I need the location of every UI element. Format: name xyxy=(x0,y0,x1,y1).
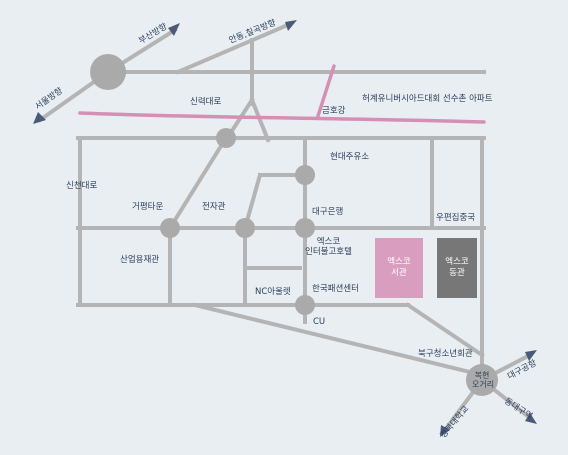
road-diagonal-geopyeong xyxy=(167,135,229,231)
exco-east-building[interactable]: 엑스코 동관 xyxy=(437,238,477,298)
label-sanup: 산업용재관 xyxy=(120,255,160,265)
arrow-kyungpook-icon xyxy=(440,425,450,437)
label-hyundai-oil: 현대주유소 xyxy=(330,152,370,162)
arrow-seoul-icon xyxy=(33,112,46,124)
label-cu: CU xyxy=(313,317,326,327)
label-bokhyeon: 복현 오거리 xyxy=(472,371,495,390)
label-sinryeok: 신력대로 xyxy=(190,97,222,107)
exco-west-building[interactable]: 엑스코 서관 xyxy=(375,238,423,298)
label-geopyeong: 거평타운 xyxy=(132,202,164,212)
road-diagonal-bokhyeon-b xyxy=(405,302,485,358)
label-fashion: 한국패션센터 xyxy=(312,284,359,294)
junction-138 xyxy=(216,128,236,148)
junction-busan-seoul xyxy=(90,54,126,90)
road-diagonal-bokhyeon-a xyxy=(192,302,485,378)
road-andong-diagonal xyxy=(175,21,293,75)
label-daegu-bank: 대구은행 xyxy=(312,207,344,217)
geumho-branch xyxy=(316,64,336,118)
label-nc-outlet: NC아울렛 xyxy=(255,287,291,297)
junction-hyundai xyxy=(295,165,315,185)
road-sinryeok-fork-right xyxy=(249,97,271,143)
label-riverside: 허계유니버시아드대회 선수촌 아파트 xyxy=(362,94,493,104)
junction-geopyeong xyxy=(160,218,180,238)
junction-bokhyeon xyxy=(466,364,498,396)
label-inter-hotel: 엑스코 인터불고호텔 xyxy=(305,237,352,257)
geumho-main xyxy=(78,111,486,124)
exco-east-label: 엑스코 동관 xyxy=(445,256,469,278)
label-geumho: 금호강 xyxy=(322,106,346,116)
label-jeonja: 전자관 xyxy=(202,202,226,212)
junction-cu xyxy=(295,295,315,315)
arrow-busan-icon xyxy=(168,23,180,36)
junction-jeonja xyxy=(235,218,255,238)
label-youth-center: 북구청소년회관 xyxy=(418,349,473,359)
label-sincheon: 신천대로 xyxy=(66,181,98,191)
label-post: 우편집중국 xyxy=(436,213,476,223)
exco-west-label: 엑스코 서관 xyxy=(387,256,411,278)
junctions xyxy=(90,54,498,396)
arrow-airport-icon xyxy=(525,350,537,361)
arrow-andong-icon xyxy=(285,20,297,31)
geumho-road xyxy=(78,64,486,124)
direction-arrows xyxy=(33,20,537,437)
arrow-donggu-icon xyxy=(525,413,537,424)
junction-daegu-bank xyxy=(295,218,315,238)
